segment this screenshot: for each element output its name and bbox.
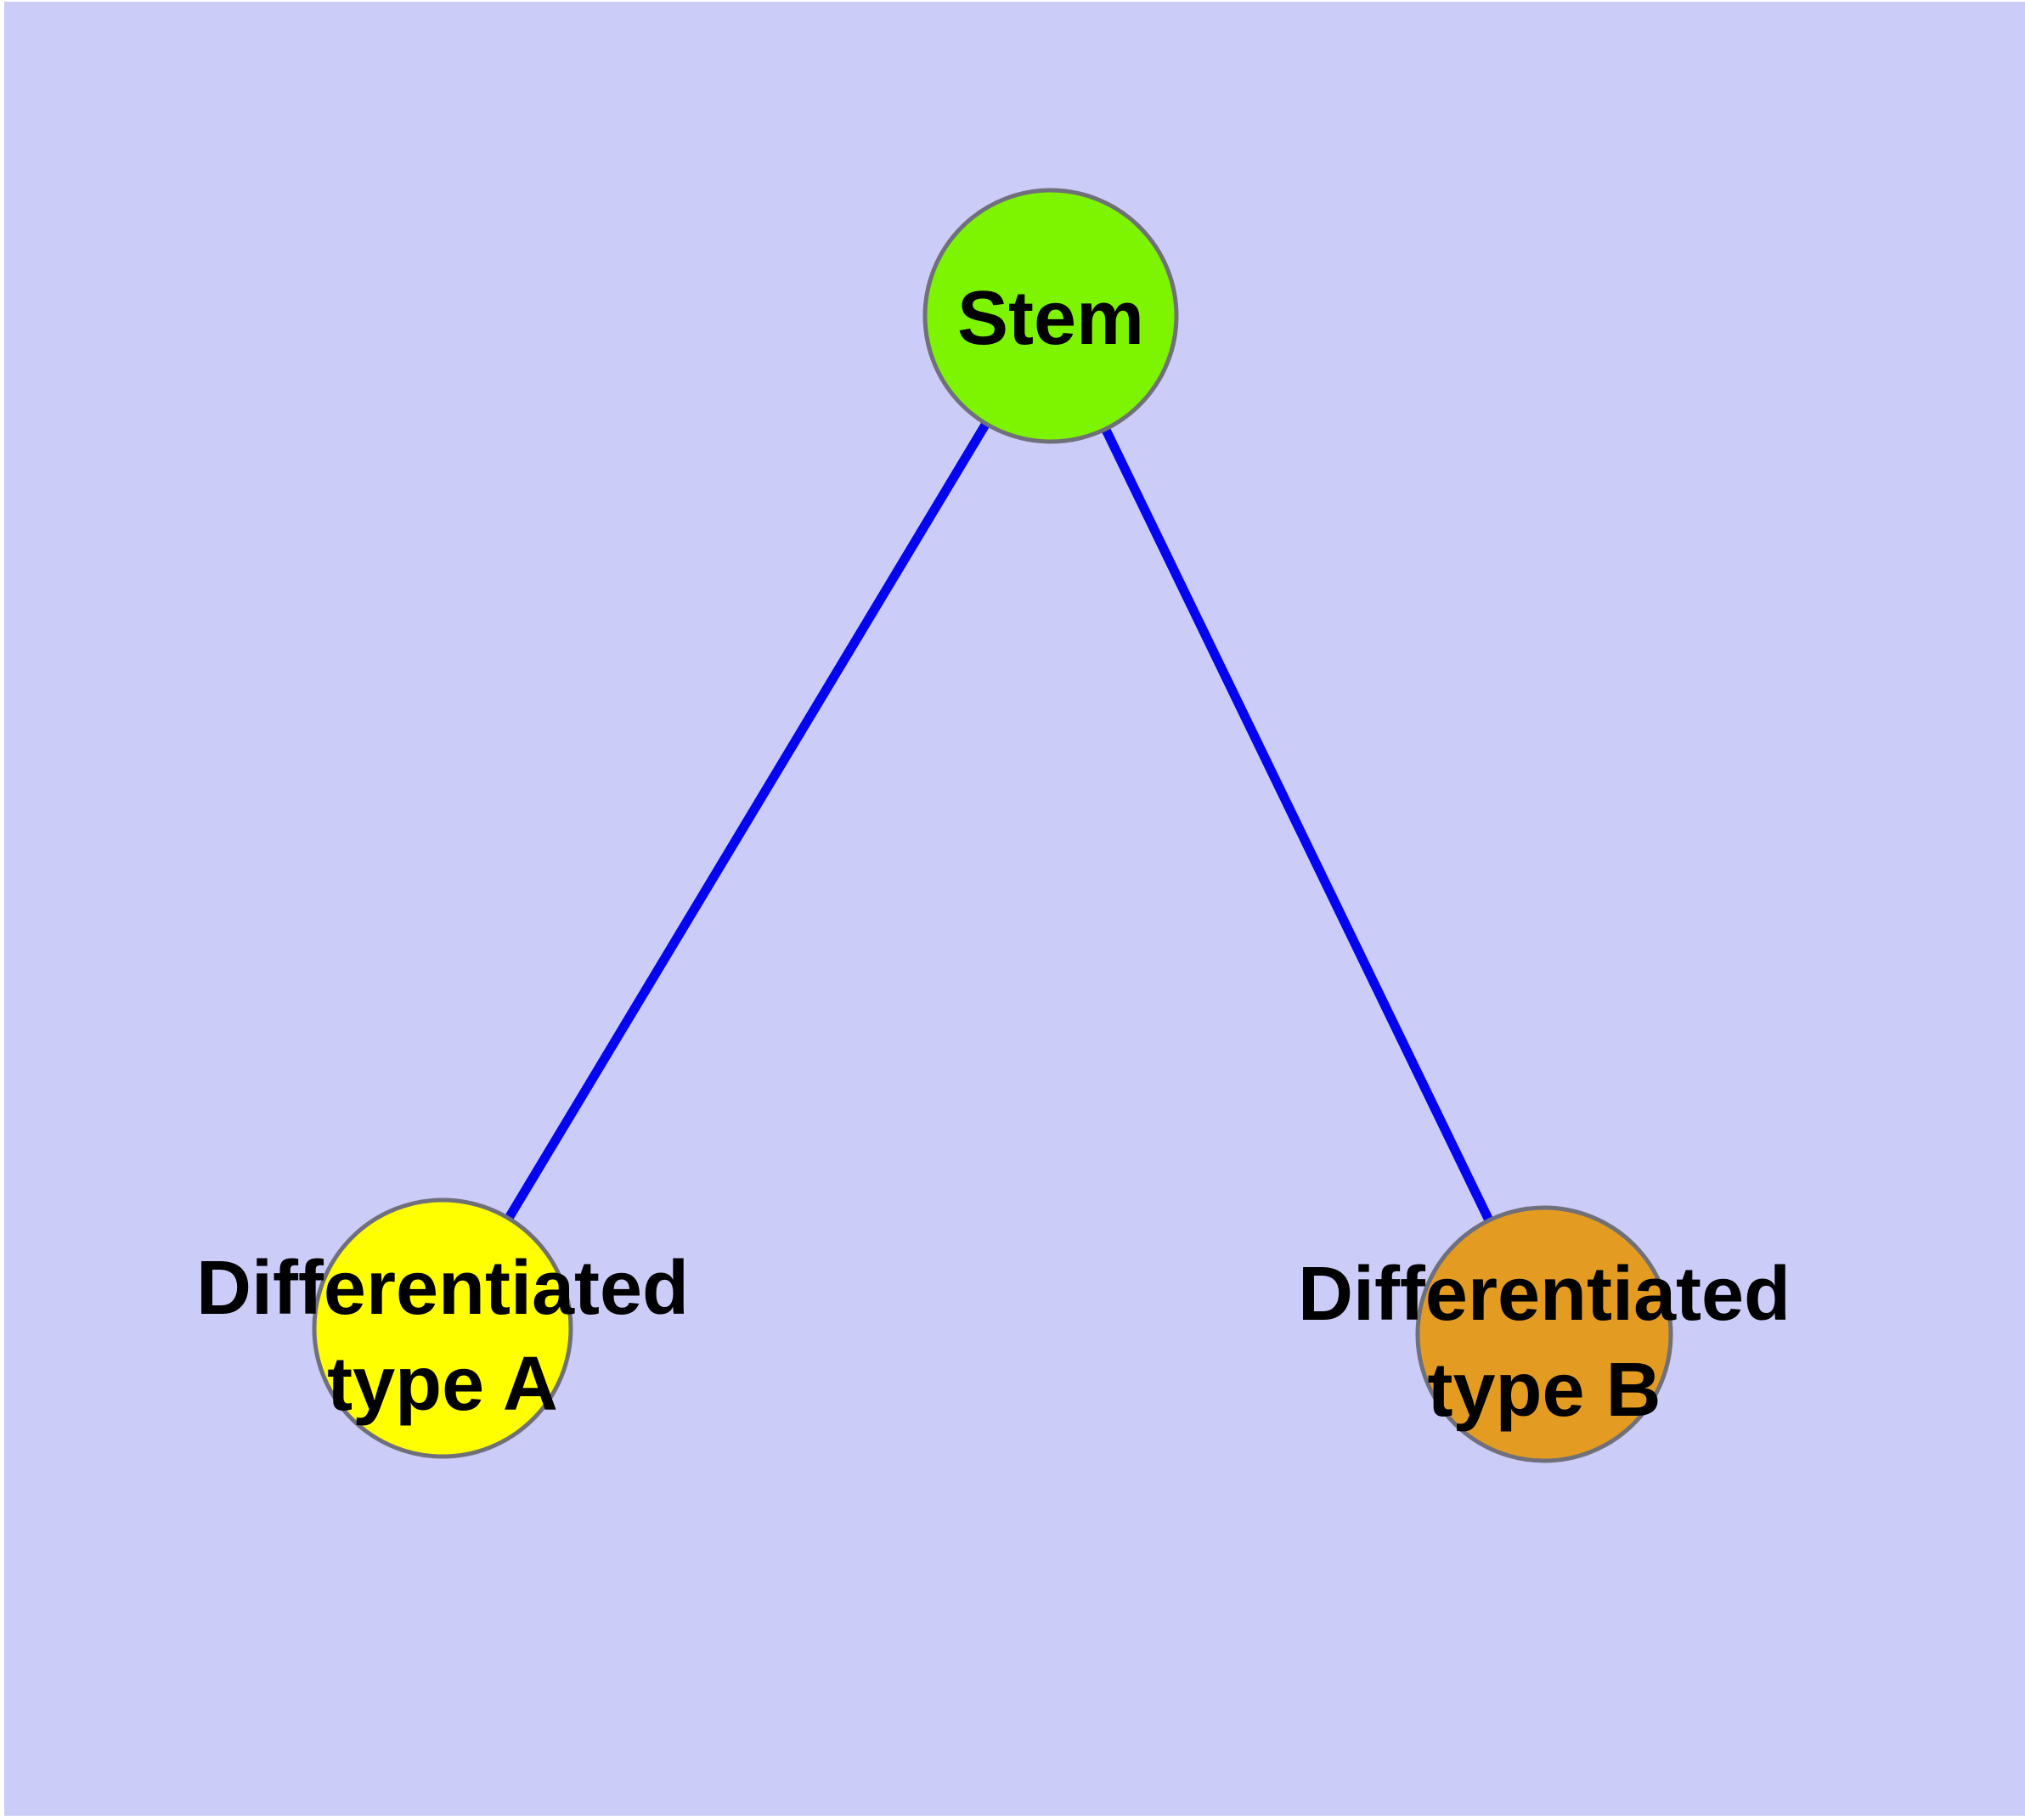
node-differentiated-type-b — [1415, 1205, 1673, 1463]
node-differentiated-type-a — [312, 1197, 573, 1459]
edge-stem-to-differentiated-type-a — [438, 313, 1055, 1331]
edges-layer — [438, 313, 1548, 1337]
edge-stem-to-differentiated-type-b — [1046, 313, 1548, 1337]
node-stem — [922, 188, 1179, 444]
node-stem-label: Stem — [957, 276, 1144, 361]
nodes-layer — [312, 188, 1673, 1463]
